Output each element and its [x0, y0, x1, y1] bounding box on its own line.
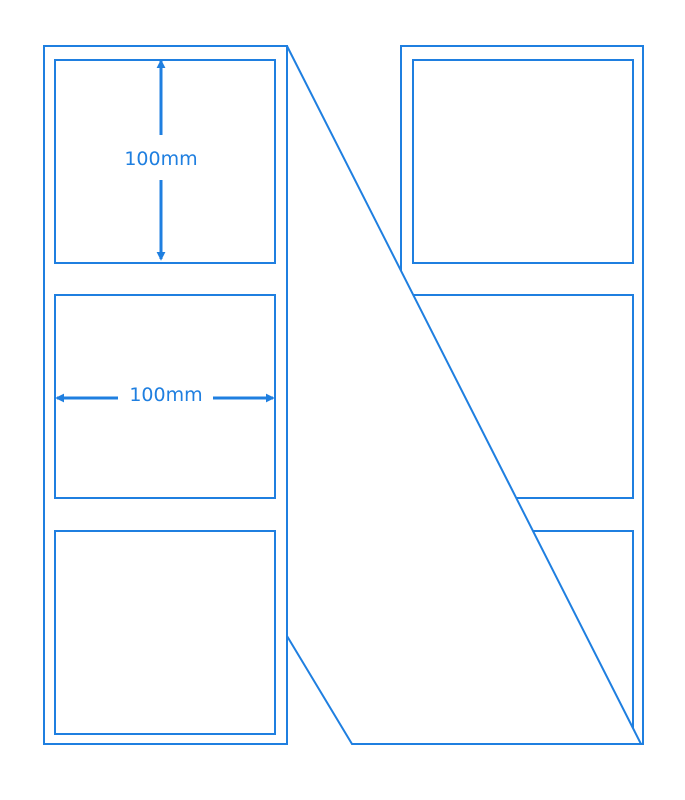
right-label-1 — [412, 59, 634, 264]
folding-strip — [286, 45, 643, 745]
left-label-2 — [54, 294, 276, 499]
right-label-2 — [413, 294, 634, 499]
right-label-3 — [531, 530, 634, 734]
height-dimension-label: 100mm — [124, 148, 197, 170]
width-dimension: 100mm — [55, 384, 275, 406]
left-label-3 — [54, 530, 276, 735]
width-dimension-label: 100mm — [129, 384, 202, 406]
height-dimension: 100mm — [124, 59, 198, 261]
